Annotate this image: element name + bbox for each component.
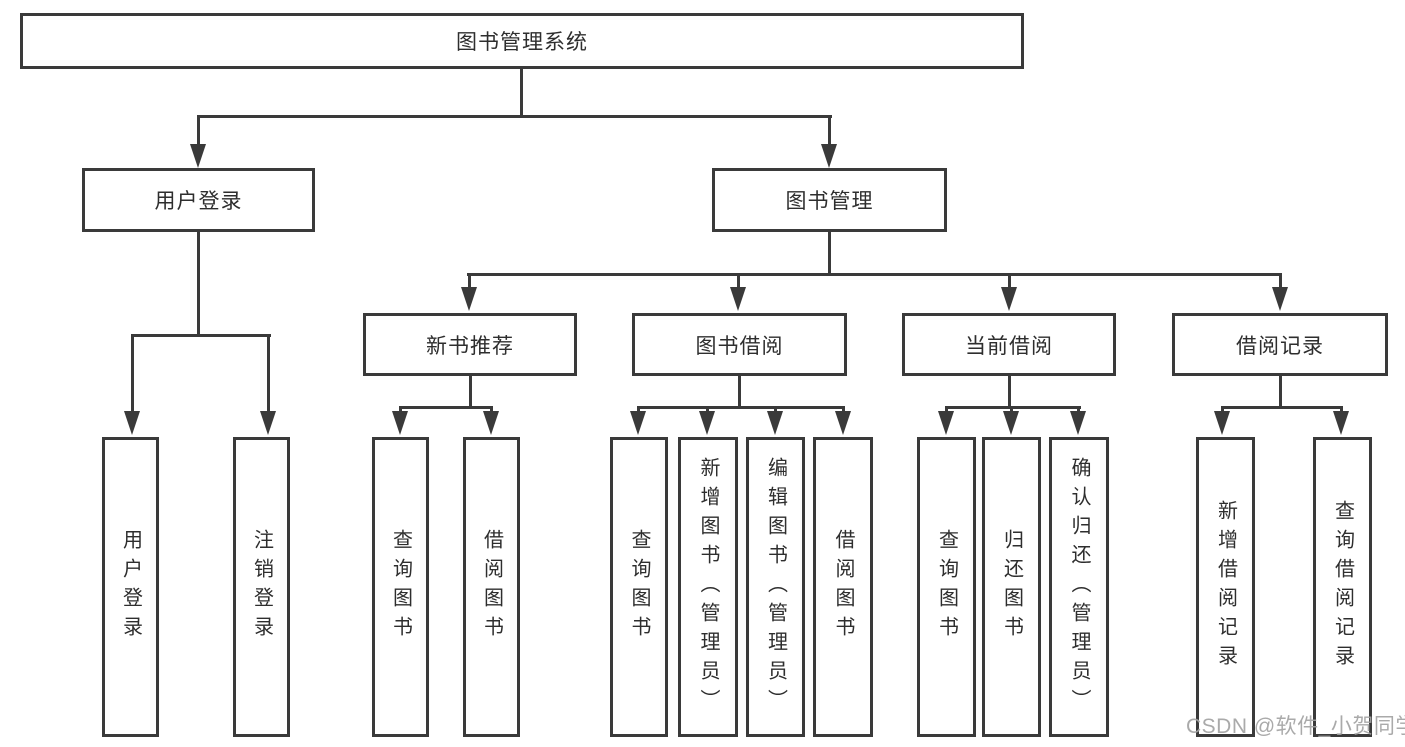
leaf-query-borrow-record: 查询借阅记录 (1313, 437, 1372, 737)
node-borrowing-records: 借阅记录 (1172, 313, 1388, 376)
connector-line (828, 232, 831, 276)
leaf-query-books-current: 查询图书 (917, 437, 976, 737)
node-label: 当前借阅 (965, 334, 1053, 358)
node-label: 图书借阅 (695, 334, 784, 358)
node-root: 图书管理系统 (20, 13, 1024, 69)
connector-line (1340, 406, 1343, 415)
leaf-label: 借阅图书 (480, 529, 503, 645)
leaf-logout: 注销登录 (233, 437, 290, 737)
arrow-down-icon (190, 144, 206, 168)
connector-line (706, 406, 709, 415)
connector-line (399, 406, 493, 409)
arrow-down-icon (124, 411, 140, 435)
arrow-down-icon (1003, 411, 1019, 435)
leaf-label: 新增借阅记录 (1214, 500, 1237, 674)
leaf-label: 借阅图书 (832, 529, 854, 645)
arrow-down-icon (392, 411, 408, 435)
leaf-label: 新增图书（管理员） (697, 456, 719, 718)
arrow-down-icon (1070, 411, 1086, 435)
node-label: 图书管理 (785, 190, 874, 213)
leaf-user-login: 用户登录 (102, 437, 159, 737)
leaf-label: 编辑图书（管理员） (764, 456, 787, 718)
arrow-down-icon (1214, 411, 1230, 435)
leaf-label: 查询借阅记录 (1331, 500, 1354, 674)
arrow-down-icon (1333, 411, 1349, 435)
arrow-down-icon (767, 411, 783, 435)
leaf-edit-books-admin: 编辑图书（管理员） (746, 437, 805, 737)
connector-line (1008, 273, 1011, 291)
connector-line (738, 376, 741, 409)
node-new-book-recommendation: 新书推荐 (363, 313, 577, 376)
leaf-borrow-books-recommend: 借阅图书 (463, 437, 520, 737)
connector-line (197, 232, 200, 337)
arrow-down-icon (938, 411, 954, 435)
leaf-label: 用户登录 (119, 529, 142, 645)
connector-line (1010, 406, 1013, 415)
node-label: 用户登录 (154, 190, 243, 213)
connector-line (1077, 406, 1080, 415)
arrow-down-icon (699, 411, 715, 435)
connector-line (520, 69, 523, 118)
leaf-label: 归还图书 (1000, 529, 1023, 645)
connector-line (1279, 376, 1282, 409)
arrow-down-icon (260, 411, 276, 435)
connector-line (197, 115, 832, 118)
connector-line (197, 115, 200, 147)
connector-line (637, 406, 640, 415)
connector-line (828, 115, 831, 147)
connector-line (490, 406, 493, 415)
connector-line (267, 334, 270, 414)
connector-line (945, 406, 948, 415)
arrow-down-icon (483, 411, 499, 435)
leaf-label: 确认归还（管理员） (1068, 456, 1090, 718)
leaf-add-borrow-record: 新增借阅记录 (1196, 437, 1255, 737)
connector-line (1279, 273, 1282, 291)
node-user-login: 用户登录 (82, 168, 315, 232)
connector-line (399, 406, 402, 415)
arrow-down-icon (821, 144, 837, 168)
connector-line (469, 376, 472, 409)
arrow-down-icon (1272, 287, 1288, 311)
connector-line (131, 334, 134, 414)
connector-line (637, 406, 845, 409)
leaf-borrow-books-borrowing: 借阅图书 (813, 437, 873, 737)
leaf-query-books-borrowing: 查询图书 (610, 437, 668, 737)
node-book-management: 图书管理 (712, 168, 947, 232)
leaf-query-books-recommend: 查询图书 (372, 437, 429, 737)
node-label: 图书管理系统 (456, 31, 588, 54)
node-book-borrowing: 图书借阅 (632, 313, 847, 376)
leaf-label: 查询图书 (628, 529, 650, 645)
connector-line (945, 406, 1081, 409)
node-label: 借阅记录 (1236, 334, 1324, 358)
node-current-borrowing: 当前借阅 (902, 313, 1116, 376)
arrow-down-icon (461, 287, 477, 311)
leaf-confirm-return-admin: 确认归还（管理员） (1049, 437, 1109, 737)
connector-line (842, 406, 845, 415)
connector-line (131, 334, 271, 337)
leaf-label: 查询图书 (389, 529, 412, 645)
leaf-label: 查询图书 (935, 529, 958, 645)
connector-line (1008, 376, 1011, 409)
connector-line (468, 273, 471, 291)
arrow-down-icon (730, 287, 746, 311)
arrow-down-icon (835, 411, 851, 435)
connector-line (467, 273, 1282, 276)
connector-line (1221, 406, 1343, 409)
connector-line (737, 273, 740, 291)
node-label: 新书推荐 (426, 334, 514, 358)
arrow-down-icon (630, 411, 646, 435)
watermark: CSDN @软件_小贺同学 (1186, 715, 1405, 738)
arrow-down-icon (1001, 287, 1017, 311)
connector-line (774, 406, 777, 415)
leaf-label: 注销登录 (250, 529, 273, 645)
leaf-return-books: 归还图书 (982, 437, 1041, 737)
leaf-add-books-admin: 新增图书（管理员） (678, 437, 738, 737)
connector-line (1221, 406, 1224, 415)
